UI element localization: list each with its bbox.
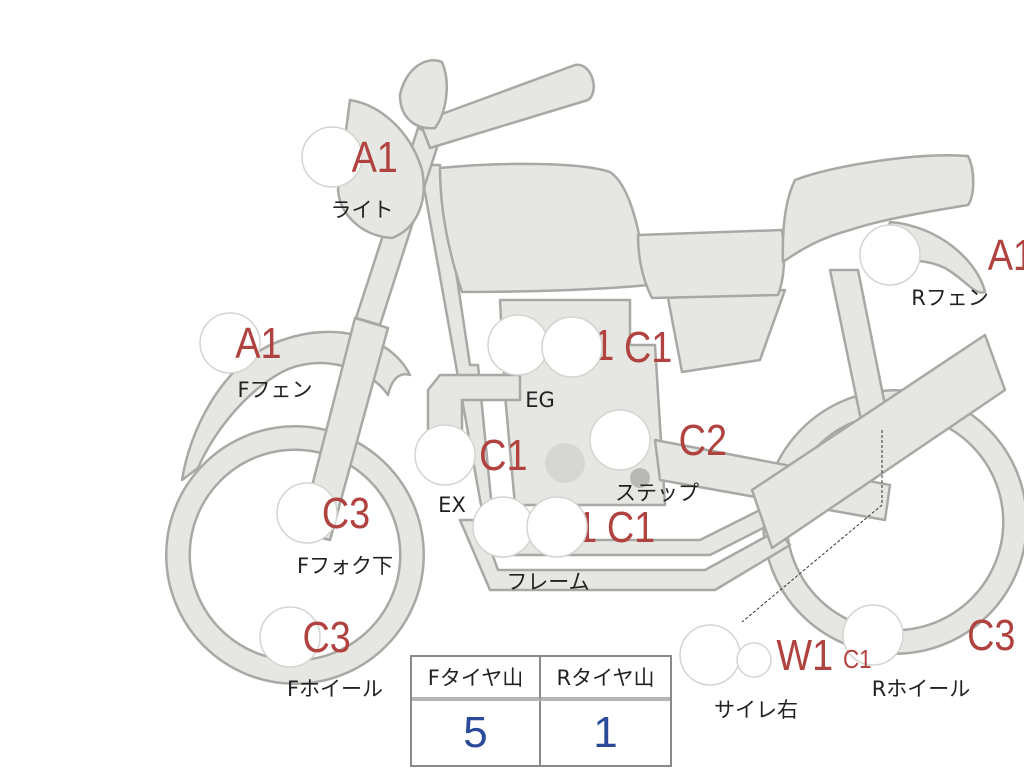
- f-fork-lower-grade-text: C3: [322, 488, 370, 537]
- muffler-grade-badge-2: C1: [736, 642, 872, 678]
- muffler-shape: [750, 333, 1007, 550]
- muffler-grade-badge-1: W1: [679, 624, 833, 686]
- f-fender-grade-text: A1: [235, 318, 281, 367]
- f-fender-grade-badge: A1: [199, 312, 282, 374]
- f-fork-lower-label: Fフォク下: [297, 554, 393, 578]
- muffler-right-label: サイレ右: [714, 698, 798, 722]
- r-wheel-label: Rホイール: [872, 677, 971, 701]
- frame-grade-text-2: C1: [607, 502, 655, 551]
- rear-tire-tread-header: Rタイヤ山: [541, 657, 670, 701]
- front-wheel-shape: [165, 425, 425, 685]
- exhaust-grade-badge: C1: [414, 424, 528, 486]
- handlebar-shape: [418, 63, 595, 150]
- engine-grade-badge-2: C1: [541, 316, 672, 378]
- muffler-leader-line: [741, 430, 883, 623]
- tire-tread-table: Fタイヤ山 Rタイヤ山 5 1: [410, 655, 672, 767]
- part-labels: ライト Fフェン Rフェン EG EX ステップ Fフォク下 フレーム Fホイー…: [237, 198, 988, 722]
- fuel-tank-shape: [438, 162, 650, 294]
- step-grade-badge: C2: [589, 409, 727, 471]
- front-fork-lower-shape: [298, 316, 390, 542]
- front-tire-tread-value: 5: [412, 701, 541, 765]
- f-wheel-grade-badge: C3: [259, 606, 351, 668]
- mirror-shape: [398, 59, 448, 130]
- f-wheel-grade-text: C3: [302, 612, 350, 661]
- f-fork-lower-grade-badge: C3: [276, 482, 370, 544]
- engine-label: EG: [525, 388, 555, 412]
- muffler-grade-text-2: C1: [843, 646, 872, 675]
- f-fender-label: Fフェン: [237, 378, 312, 402]
- side-cover-shape: [666, 288, 787, 374]
- r-wheel-grade-text: C3: [967, 610, 1015, 659]
- seat-shape: [781, 154, 975, 264]
- step-peg-shape-1: [630, 468, 650, 488]
- frame-label: フレーム: [506, 570, 589, 594]
- exhaust-label: EX: [438, 493, 466, 517]
- light-label: ライト: [331, 198, 394, 222]
- light-grade-text: A1: [352, 132, 398, 181]
- engine-grade-text-2: C1: [624, 322, 672, 371]
- headlight-shape: [336, 98, 425, 240]
- r-fender-grade-badge: A1: [859, 224, 1024, 286]
- muffler-grade-text-1: W1: [776, 630, 833, 679]
- step-label: ステップ: [615, 481, 699, 505]
- front-tire-tread-header: Fタイヤ山: [412, 657, 541, 701]
- exhaust-grade-text: C1: [479, 430, 527, 479]
- step-grade-text: C2: [679, 415, 727, 464]
- grade-badges: A1 A1 A1 W1 C1 C1 C2 C3: [199, 126, 1024, 686]
- light-grade-badge: A1: [301, 126, 398, 188]
- engine-cover-shape: [545, 443, 585, 483]
- rear-tire-tread-value: 1: [593, 708, 618, 757]
- r-wheel-grade-badge: C3: [842, 604, 1015, 666]
- motorcycle-silhouette: [165, 59, 1024, 685]
- f-wheel-label: Fホイール: [287, 677, 383, 701]
- frame-grade-badge-2: C1: [526, 496, 655, 558]
- seat-base-shape: [636, 228, 786, 300]
- frame-cradle-shape: [418, 163, 777, 557]
- r-fender-grade-text: A1: [988, 230, 1024, 279]
- r-fender-label: Rフェン: [911, 286, 989, 310]
